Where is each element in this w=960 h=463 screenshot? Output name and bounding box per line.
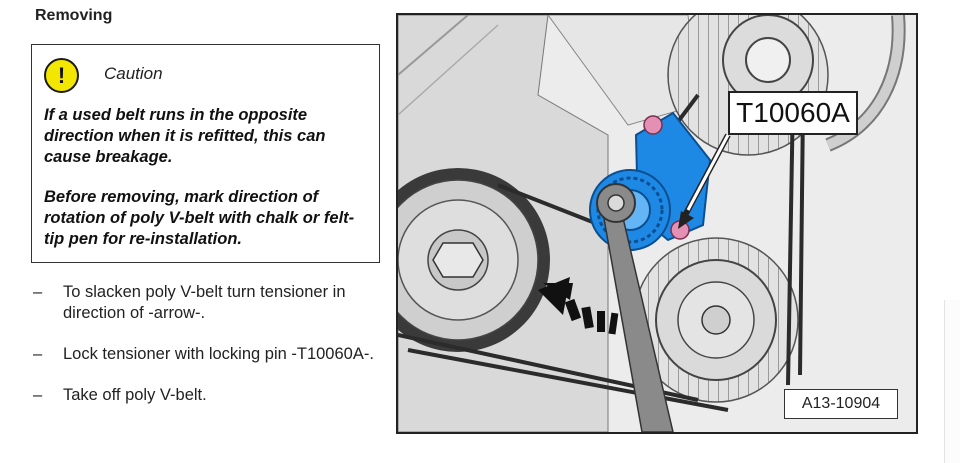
section-heading: Removing: [35, 7, 113, 24]
rotation-arrow-icon: [538, 277, 619, 335]
step-text: Lock tensioner with locking pin -T10060A…: [63, 345, 374, 363]
caution-paragraph-1: If a used belt runs in the opposite dire…: [44, 106, 326, 166]
scrollbar[interactable]: [944, 300, 960, 463]
step-bullet: –: [33, 386, 43, 404]
figure-number: A13-10904: [784, 389, 898, 419]
step-text: Take off poly V-belt.: [63, 386, 207, 404]
engine-illustration: T10060A A13-10904: [396, 13, 918, 434]
step-text: To slacken poly V-belt turn tensioner in…: [63, 283, 346, 322]
step-item: – To slacken poly V-belt turn tensioner …: [33, 282, 378, 324]
engine-drawing: [398, 15, 916, 432]
step-bullet: –: [33, 345, 43, 363]
step-item: – Lock tensioner with locking pin -T1006…: [33, 344, 378, 365]
caution-box: ! Caution If a used belt runs in the opp…: [31, 44, 380, 263]
exclamation-circle-icon: !: [44, 58, 79, 93]
caution-icon-symbol: !: [57, 62, 66, 88]
tool-callout-label: T10060A: [728, 91, 858, 135]
caution-paragraph-2: Before removing, mark direction of rotat…: [44, 188, 355, 248]
tensioner-bolt: [643, 115, 663, 135]
instruction-steps: – To slacken poly V-belt turn tensioner …: [33, 282, 378, 426]
step-bullet: –: [33, 283, 43, 301]
step-item: – Take off poly V-belt.: [33, 385, 378, 406]
caution-title: Caution: [104, 64, 163, 83]
